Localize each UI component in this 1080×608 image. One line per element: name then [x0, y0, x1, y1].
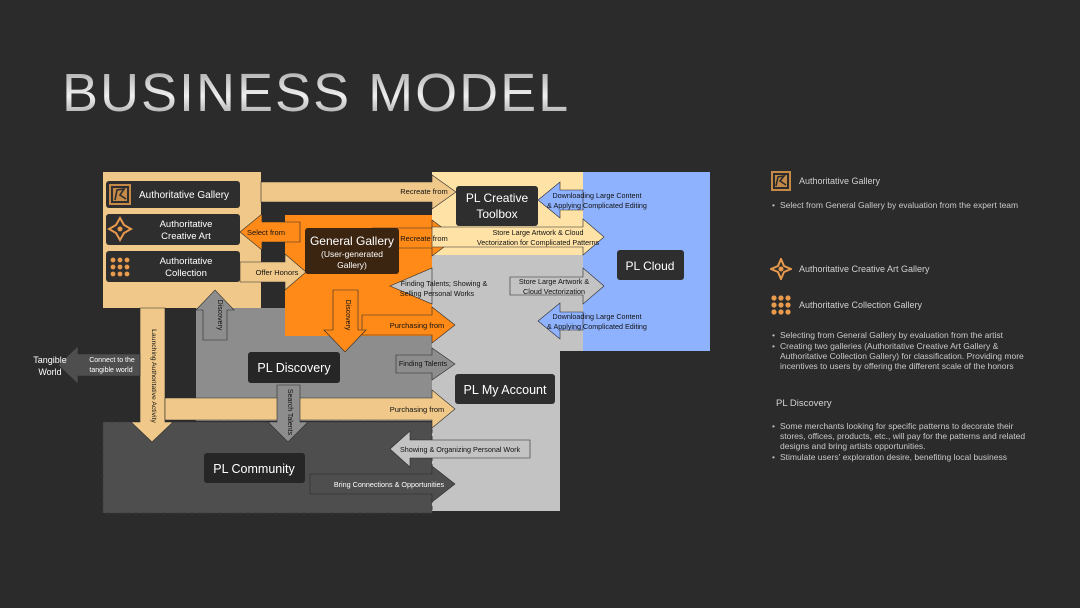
recreate-from-2-label: Recreate from: [400, 234, 448, 243]
general-gallery-sub-2: Gallery): [337, 260, 367, 270]
arrow-launching: [130, 307, 174, 443]
note-collection-item-1: Selecting from General Gallery by evalua…: [770, 330, 1030, 340]
note-creative-art-title: Authoritative Creative Art Gallery: [799, 264, 930, 274]
collection-icon: [771, 295, 791, 315]
note-gallery-title: Authoritative Gallery: [799, 176, 881, 186]
arrow-recreate-from-1: [260, 174, 457, 210]
select-from-label: Select from: [247, 228, 285, 237]
note-gallery: Authoritative Gallery Select from Genera…: [770, 170, 1030, 210]
authoritative-gallery-icon: [109, 184, 131, 205]
tangible-label-1: Tangible: [33, 355, 67, 365]
store-1b-label: Vectorization for Complicated Patterns: [477, 238, 600, 247]
note-collection-item-2: Creating two galleries (Authoritative Cr…: [770, 341, 1030, 371]
toolbox-label-2: Toolbox: [476, 207, 517, 221]
purchasing-from-1-label: Purchasing from: [390, 321, 445, 330]
my-account-label: PL My Account: [464, 383, 547, 397]
general-gallery-label: General Gallery: [310, 234, 394, 248]
arrow-finding-showing: [389, 267, 433, 305]
arrow-bring-connections: [309, 465, 456, 503]
note-collection-head: Authoritative Collection Gallery: [770, 294, 1030, 316]
creative-art-icon: [770, 258, 792, 280]
store-1a-label: Store Large Artwork & Cloud: [492, 228, 583, 237]
arrow-purchasing-from-2: [164, 389, 456, 429]
note-gallery-head: Authoritative Gallery: [770, 170, 1030, 192]
auth-gallery-label: Authoritative Gallery: [139, 190, 229, 201]
arrow-discovery-up: [195, 289, 235, 341]
arrow-select-from: [239, 213, 301, 251]
nodes: [106, 181, 684, 483]
finding-showing-1-label: Finding Talents; Showing &: [401, 279, 488, 288]
arrow-labels: Recreate from Recreate from Select from …: [89, 187, 647, 489]
toolbox-label-1: PL Creative: [466, 191, 529, 205]
cloud-label: PL Cloud: [626, 259, 675, 273]
arrow-offer-honors: [239, 253, 307, 291]
launching-label: Launching Authoritative Activity: [150, 329, 157, 423]
arrow-connect: [57, 345, 141, 385]
note-gallery-item: Select from General Gallery by evaluatio…: [770, 200, 1030, 210]
page-title: BUSINESS MODEL: [62, 63, 571, 123]
search-talents-label: Search Talents: [286, 389, 293, 436]
note-creative-art: Authoritative Creative Art Gallery: [770, 258, 1030, 280]
note-gallery-list: Select from General Gallery by evaluatio…: [770, 200, 1030, 210]
auth-art-label-1: Authoritative: [160, 219, 213, 230]
note-discovery-item-2: Stimulate users' exploration desire, ben…: [770, 452, 1030, 462]
discovery-up-label: Discovery: [216, 300, 223, 331]
tangible-label-2: World: [38, 367, 61, 377]
arrow-purchasing-from-1: [361, 306, 456, 344]
note-discovery: PL Discovery Some merchants looking for …: [770, 398, 1030, 463]
downloading-2a-label: Downloading Large Content: [552, 312, 641, 321]
notes-panel: Authoritative Gallery Select from Genera…: [770, 170, 1030, 463]
store-2a-label: Store Large Artwork &: [519, 277, 590, 286]
showing-organizing-label: Showing & Organizing Personal Work: [400, 445, 521, 454]
auth-coll-label-1: Authoritative: [160, 256, 213, 267]
finding-showing-2-label: Selling Personal Works: [400, 289, 475, 298]
note-discovery-title: PL Discovery: [776, 398, 832, 409]
auth-art-label-2: Creative Art: [161, 231, 211, 242]
arrow-search-talents: [267, 384, 309, 443]
arrow-store-2: [509, 267, 605, 305]
note-collection-list: Selecting from General Gallery by evalua…: [770, 330, 1030, 371]
downloading-1b-label: & Applying Complicated Editing: [547, 201, 647, 210]
store-2b-label: Cloud Vectorization: [523, 287, 585, 296]
community-label: PL Community: [213, 462, 295, 476]
downloading-2b-label: & Applying Complicated Editing: [547, 322, 647, 331]
note-creative-art-head: Authoritative Creative Art Gallery: [770, 258, 1030, 280]
discovery-down-label: Discovery: [344, 300, 351, 331]
connect-1-label: Connect to the: [89, 357, 135, 364]
note-discovery-list: Some merchants looking for specific patt…: [770, 421, 1030, 462]
note-collection: Authoritative Collection Gallery Selecti…: [770, 294, 1030, 371]
node-labels: Authoritative Gallery Authoritative Crea…: [33, 190, 674, 476]
arrow-finding-talents: [395, 347, 456, 381]
arrows: [57, 174, 605, 503]
arrow-downloading-2: [537, 302, 584, 340]
auth-coll-label-2: Collection: [165, 268, 207, 279]
offer-honors-label: Offer Honors: [256, 268, 299, 277]
finding-talents-label: Finding Talents: [399, 359, 448, 368]
purchasing-from-2-label: Purchasing from: [390, 405, 445, 414]
creative-art-icon: [106, 215, 134, 243]
connect-2-label: tangible world: [89, 367, 132, 374]
authoritative-gallery-icon: [771, 171, 791, 191]
downloading-1a-label: Downloading Large Content: [552, 191, 641, 200]
note-discovery-item-1: Some merchants looking for specific patt…: [770, 421, 1030, 451]
discovery-label: PL Discovery: [257, 361, 331, 375]
general-gallery-sub-1: (User-generated: [321, 249, 383, 259]
arrow-downloading-1: [537, 181, 584, 219]
note-collection-title: Authoritative Collection Gallery: [799, 300, 923, 310]
arrow-discovery-down: [323, 289, 367, 353]
bring-connections-label: Bring Connections & Opportunities: [334, 480, 445, 489]
recreate-from-1-label: Recreate from: [400, 187, 448, 196]
arrow-showing-organizing: [389, 430, 531, 468]
collection-icon: [110, 257, 130, 277]
arrow-store-1: [431, 218, 605, 256]
